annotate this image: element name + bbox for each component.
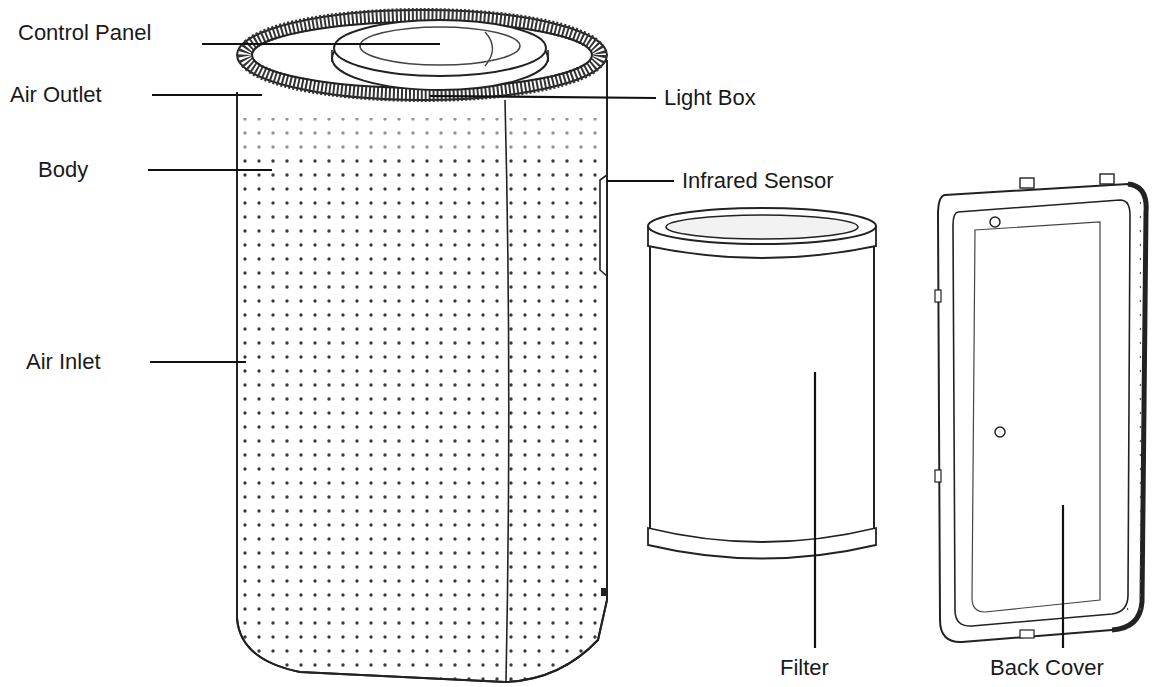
leader-lines bbox=[148, 44, 1063, 648]
back-cover bbox=[935, 174, 1146, 642]
part-label: Infrared Sensor bbox=[682, 170, 834, 192]
part-label: Back Cover bbox=[990, 657, 1104, 679]
part-label: Air Outlet bbox=[10, 84, 102, 106]
part-label: Air Inlet bbox=[26, 351, 101, 373]
filter-cylinder bbox=[648, 208, 876, 559]
part-label: Body bbox=[38, 159, 88, 181]
part-label: Filter bbox=[780, 657, 829, 679]
purifier-top bbox=[237, 10, 607, 100]
part-label: Light Box bbox=[664, 87, 756, 109]
part-label: Control Panel bbox=[18, 22, 151, 44]
purifier-body bbox=[237, 60, 609, 687]
